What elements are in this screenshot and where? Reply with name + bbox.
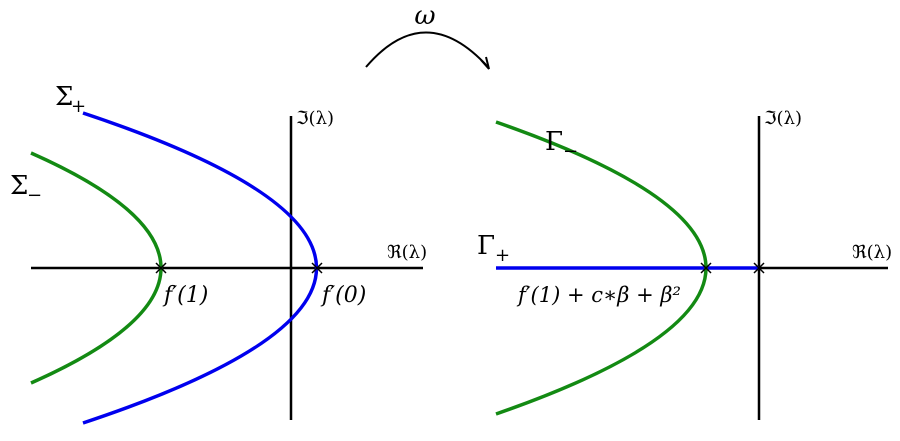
point-f0-label: f′(0) (320, 283, 366, 308)
vertex-point-label: f′(1) + c∗β + β² (516, 283, 681, 307)
gamma-minus-subscript: − (563, 141, 578, 162)
right-real-axis-label: ℜ(λ) (852, 242, 892, 263)
sigma-plus-subscript: + (71, 96, 86, 117)
point-origin-marker (753, 262, 765, 274)
left-imag-axis-label: ℑ(λ) (296, 108, 334, 129)
point-vertex-marker (700, 262, 712, 274)
right-imag-axis-label: ℑ(λ) (764, 108, 802, 129)
left-complex-plane: ℑ(λ) ℜ(λ) Σ + Σ − f′(1) f′(0) (10, 82, 427, 425)
sigma-minus-subscript: − (27, 185, 42, 206)
gamma-minus-label: Γ (545, 127, 563, 157)
point-f0-marker (311, 262, 323, 274)
gamma-plus-label: Γ (477, 231, 495, 261)
point-f1-label: f′(1) (162, 283, 208, 308)
gamma-plus-subscript: + (495, 245, 510, 266)
omega-arrow-head (480, 56, 490, 70)
omega-label: ω (414, 1, 435, 31)
sigma-minus-label: Σ (10, 171, 28, 201)
right-complex-plane: ℑ(λ) ℜ(λ) Γ − Γ + f′(1) + c∗β + β² (477, 108, 892, 420)
left-real-axis-label: ℜ(λ) (387, 242, 427, 263)
point-f1-marker (155, 262, 167, 274)
omega-map-arrow (365, 31, 489, 68)
sigma-plus-label: Σ (55, 82, 73, 112)
